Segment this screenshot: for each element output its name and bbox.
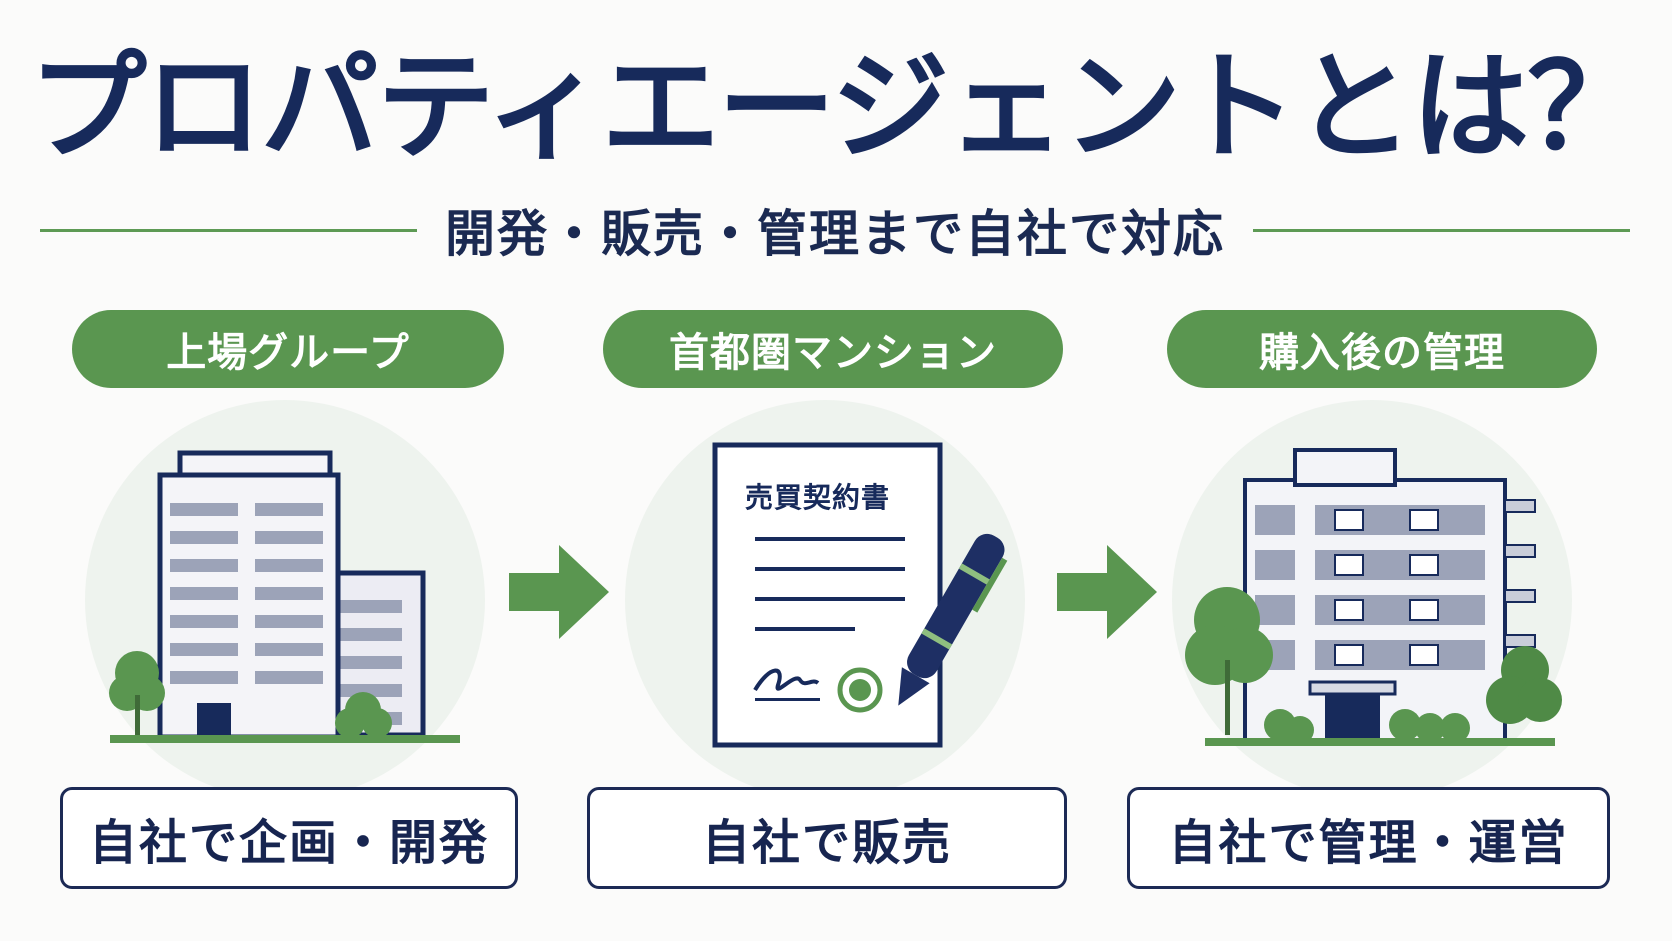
- step-1-caption: 自社で企画・開発: [60, 787, 518, 889]
- arrow-right-icon: [509, 545, 609, 639]
- right-divider: [1253, 228, 1630, 232]
- subtitle-row: 開発・販売・管理まで自社で対応: [40, 195, 1630, 265]
- office-buildings-icon: [109, 450, 460, 743]
- step-1-label: 上場グループ: [72, 310, 504, 388]
- step-3-label: 購入後の管理: [1167, 310, 1597, 388]
- arrow-right-icon: [1057, 545, 1157, 639]
- left-divider: [40, 228, 417, 232]
- subtitle: 開発・販売・管理まで自社で対応: [445, 205, 1225, 263]
- step-2-label: 首都圏マンション: [603, 310, 1063, 388]
- page-title: プロパティエージェントとは？: [28, 38, 1646, 176]
- step-2-caption: 自社で販売: [587, 787, 1067, 889]
- contract-title: 売買契約書: [745, 481, 891, 514]
- sales-contract-icon: [712, 442, 1008, 748]
- apartment-building-icon: [1185, 448, 1562, 746]
- step-3-caption: 自社で管理・運営: [1127, 787, 1610, 889]
